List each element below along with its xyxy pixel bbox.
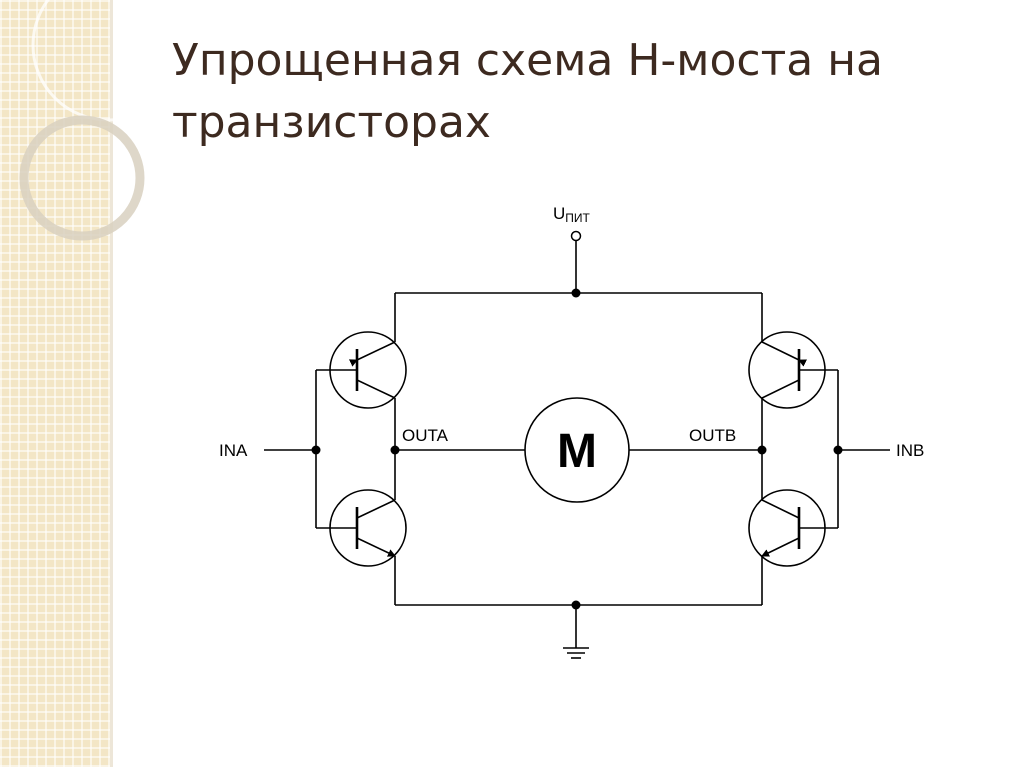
supply-label-main: U xyxy=(553,204,565,223)
supply-terminal xyxy=(570,230,582,293)
motor-label: M xyxy=(557,425,597,478)
transistor-right-low-npn xyxy=(748,489,838,567)
top-rail-junction xyxy=(571,288,581,298)
transistor-right-high-pnp xyxy=(748,331,838,409)
transistor-left-high-pnp xyxy=(316,331,407,409)
sidebar-rings-decoration xyxy=(19,0,185,241)
slide-title-line-2: транзисторах xyxy=(172,97,491,148)
motor: M xyxy=(524,397,630,503)
supply-label-subscript: ПИТ xyxy=(565,211,590,225)
supply-voltage-label: UПИТ xyxy=(553,204,591,225)
ground-symbol xyxy=(563,605,589,659)
slide-title: Упрощенная схема Н-моста на транзисторах xyxy=(172,30,952,154)
slide-title-line-1: Упрощенная схема Н-моста на xyxy=(172,35,883,86)
input-a-junction xyxy=(311,445,321,455)
input-a-label: INA xyxy=(219,441,248,460)
input-b-junction xyxy=(833,445,843,455)
output-b-label: OUTB xyxy=(689,426,736,445)
input-b-label: INB xyxy=(896,441,924,460)
output-a-label: OUTA xyxy=(402,426,449,445)
transistor-left-low-npn xyxy=(316,489,407,567)
sidebar-edge xyxy=(110,0,113,767)
